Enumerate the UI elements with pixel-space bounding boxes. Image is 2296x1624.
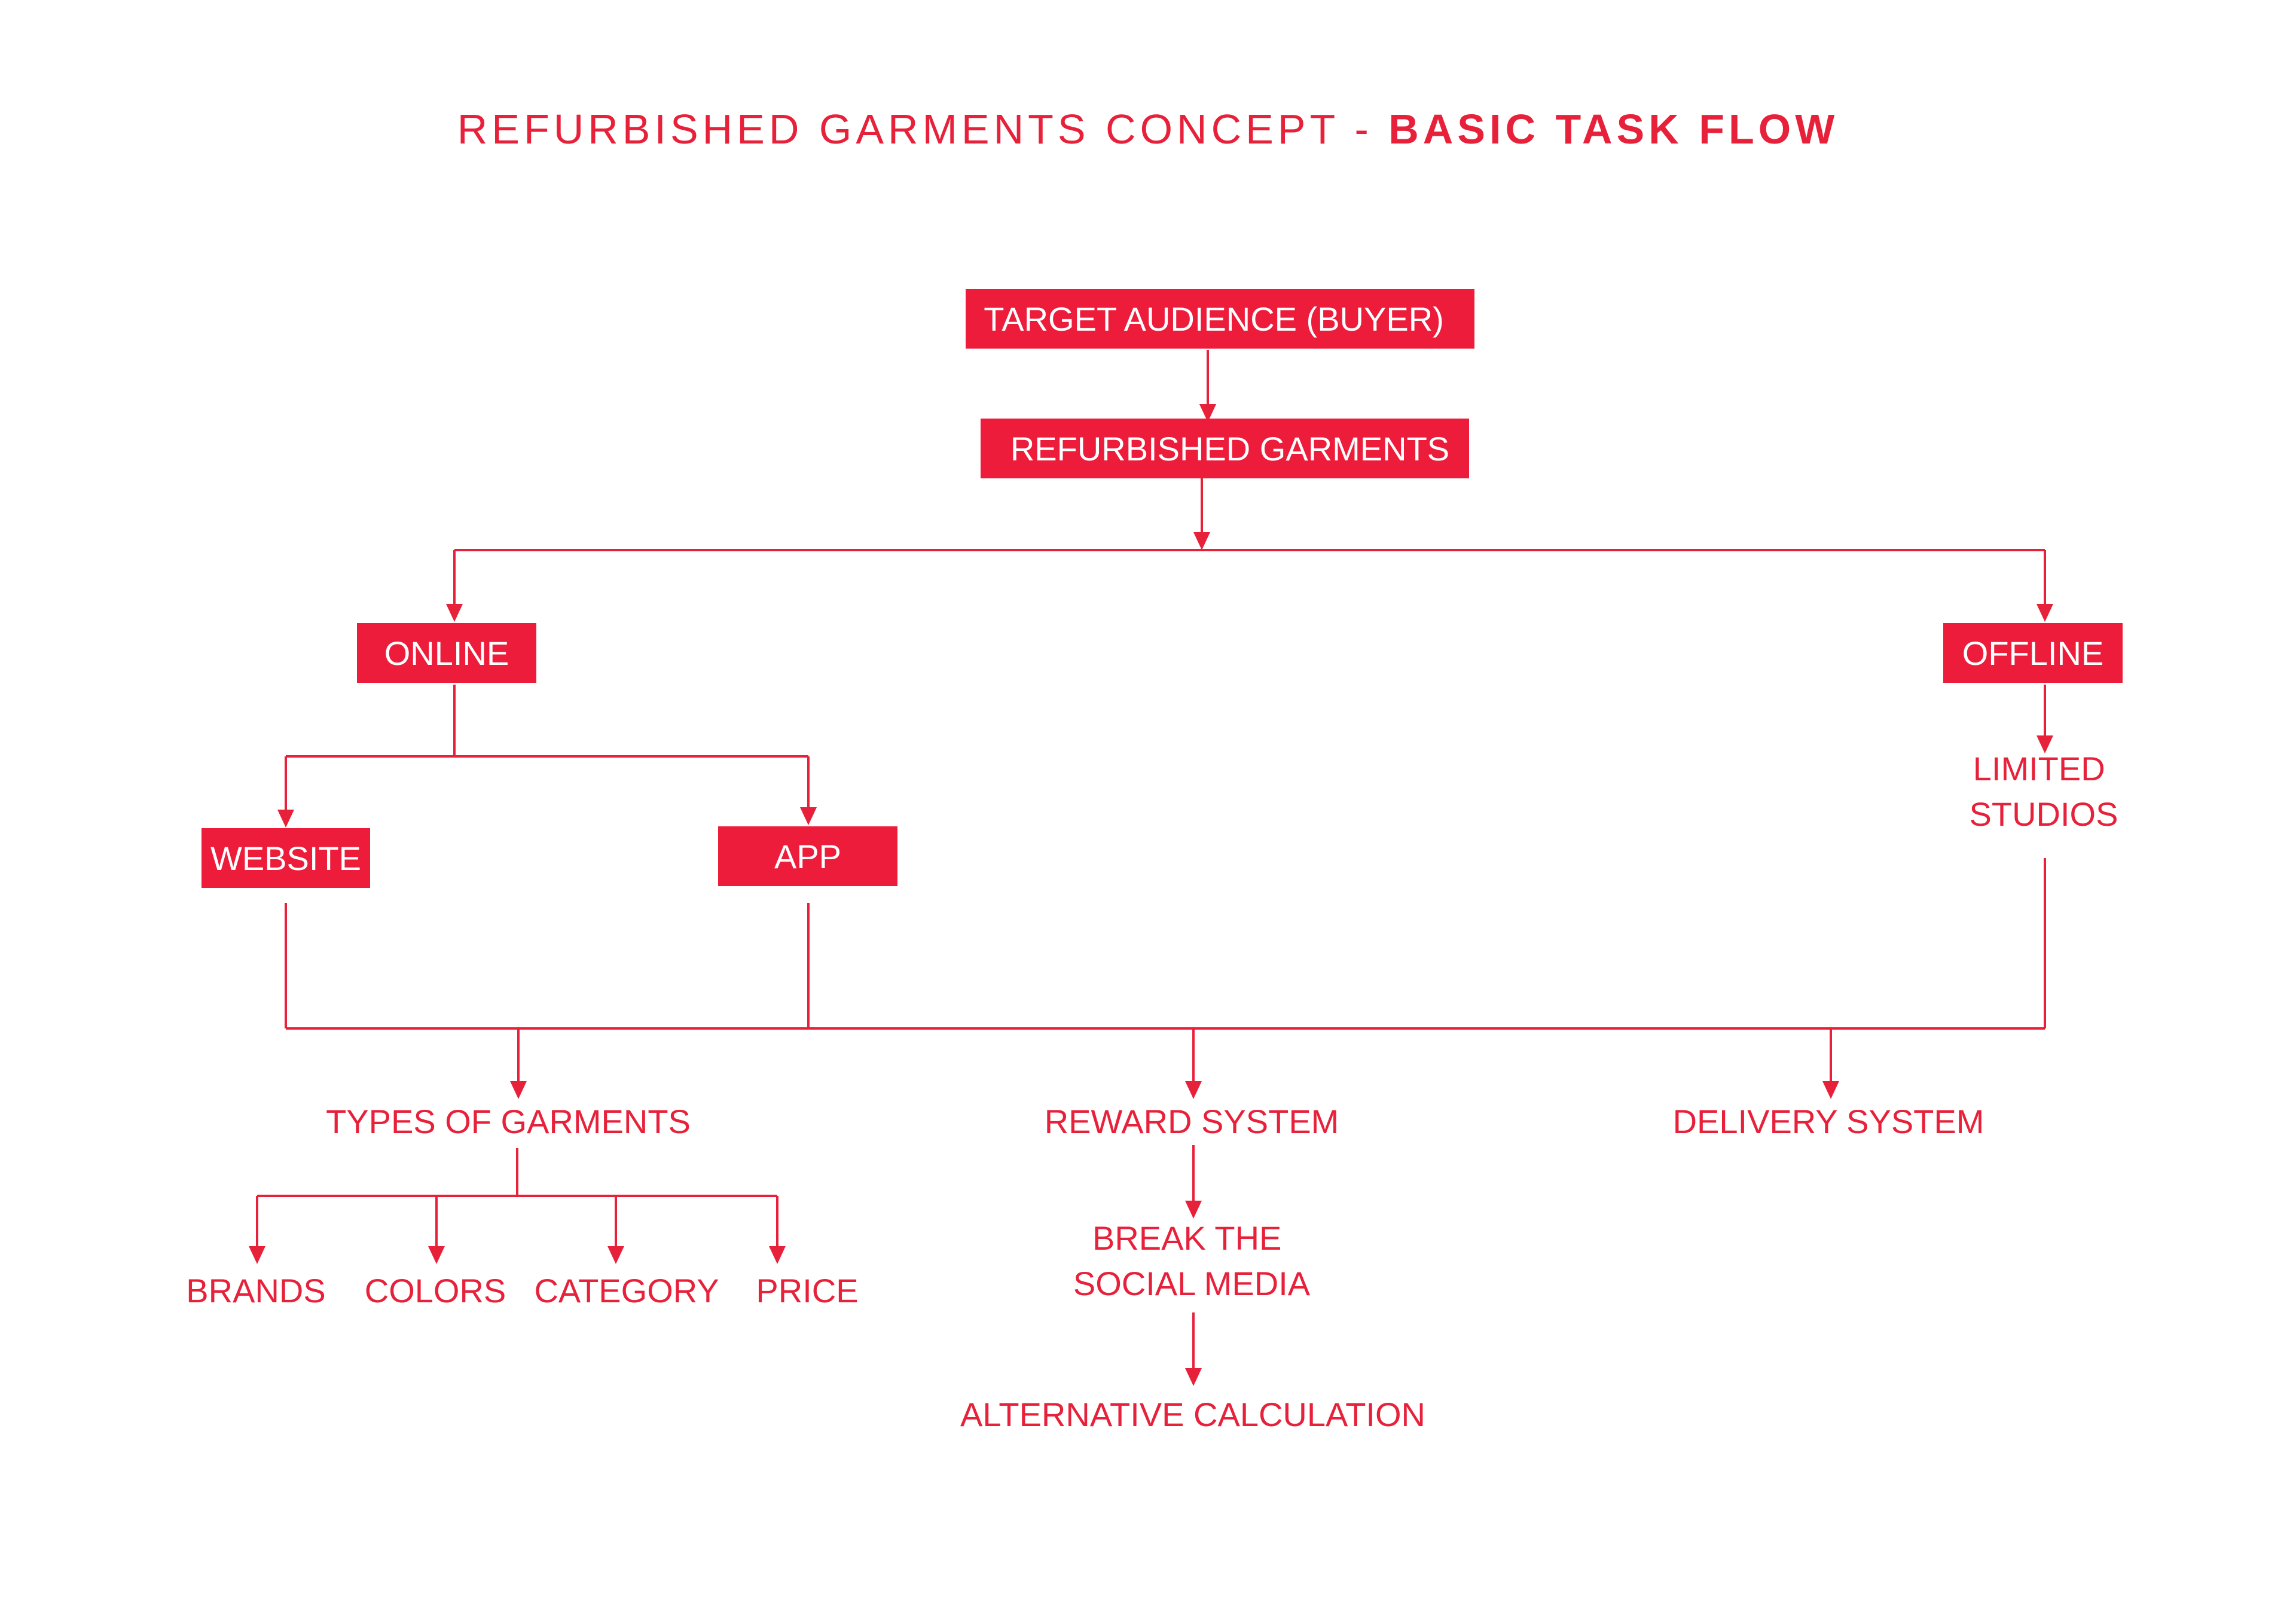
title-emphasis: BASIC TASK FLOW [1388, 106, 1839, 152]
arrowhead [769, 1246, 786, 1264]
node-alternative-calculation: ALTERNATIVE CALCULATION [960, 1396, 1425, 1433]
node-limited-studios-line-2: STUDIOS [1970, 795, 2118, 833]
node-refurbished-garments-label: REFURBISHED GARMENTS [1010, 430, 1449, 468]
node-offline: OFFLINE [1943, 623, 2123, 683]
diagram-title: REFURBISHED GARMENTS CONCEPT - BASIC TAS… [457, 106, 1839, 152]
node-limited-studios: LIMITED STUDIOS [1970, 750, 2118, 833]
arrowhead [607, 1246, 624, 1264]
node-target-audience-label: TARGET AUDIENCE (BUYER) [984, 300, 1444, 338]
node-break-social-media-line-1: BREAK THE [1092, 1219, 1281, 1257]
arrowhead [446, 604, 463, 622]
node-brands: BRANDS [186, 1272, 325, 1309]
node-online: ONLINE [357, 623, 536, 683]
arrowhead [428, 1246, 445, 1264]
node-reward-system: REWARD SYSTEM [1045, 1103, 1339, 1140]
node-offline-label: OFFLINE [1962, 634, 2103, 672]
arrowhead [249, 1246, 265, 1264]
node-break-social-media-line-2: SOCIAL MEDIA [1073, 1265, 1311, 1302]
node-colors: COLORS [365, 1272, 506, 1309]
node-delivery-system: DELIVERY SYSTEM [1673, 1103, 1984, 1140]
node-limited-studios-line-1: LIMITED [1973, 750, 2105, 787]
connectors [249, 350, 2053, 1386]
arrowhead [1822, 1081, 1839, 1099]
node-types-of-garments: TYPES OF GARMENTS [326, 1103, 691, 1140]
title-prefix: REFURBISHED GARMENTS CONCEPT - [457, 106, 1389, 152]
arrowhead [1193, 532, 1210, 550]
node-category: CATEGORY [534, 1272, 719, 1309]
node-price: PRICE [756, 1272, 858, 1309]
arrowhead [1199, 404, 1216, 422]
arrowhead [510, 1081, 527, 1099]
node-target-audience: TARGET AUDIENCE (BUYER) [966, 289, 1474, 349]
node-app: APP [718, 826, 897, 886]
node-break-social-media: BREAK THE SOCIAL MEDIA [1073, 1219, 1311, 1302]
node-app-label: APP [774, 838, 841, 875]
arrowhead [1185, 1201, 1202, 1219]
arrowhead [800, 807, 817, 825]
arrowhead [2037, 735, 2053, 753]
node-online-label: ONLINE [384, 634, 509, 672]
arrowhead [1185, 1368, 1202, 1386]
node-website-label: WEBSITE [210, 840, 361, 877]
arrowhead [1185, 1081, 1202, 1099]
node-website: WEBSITE [201, 828, 370, 888]
node-refurbished-garments: REFURBISHED GARMENTS [981, 419, 1469, 478]
arrowhead [277, 810, 294, 828]
arrowhead [2037, 604, 2053, 622]
